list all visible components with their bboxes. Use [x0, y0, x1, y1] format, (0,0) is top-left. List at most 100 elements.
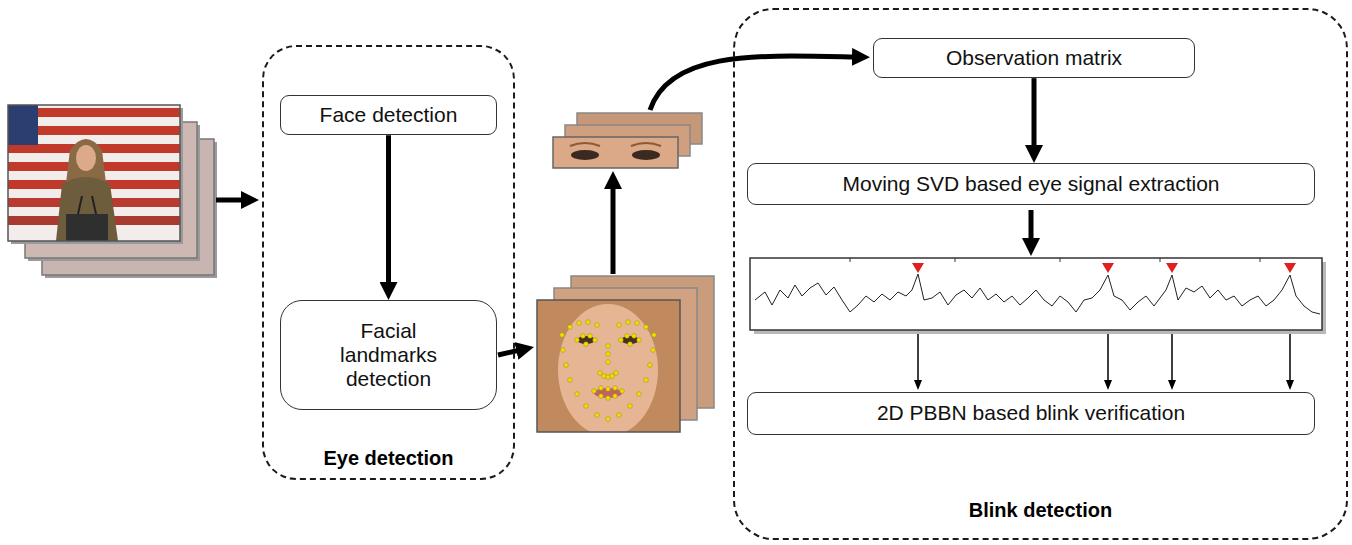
plot-tick [850, 258, 851, 262]
landmark-dot [606, 396, 611, 401]
landmark-dot [637, 338, 642, 343]
group-title: Blink detection [969, 498, 1112, 522]
peak-arrow [1289, 334, 1291, 382]
landmark-dot [614, 371, 619, 376]
peak-marker [1166, 263, 1178, 273]
peak-marker [1284, 263, 1296, 273]
landmark-dot [564, 363, 569, 368]
landmark-dot [588, 334, 593, 339]
landmark-dot [628, 404, 633, 409]
landmark-dot [568, 325, 573, 330]
box-label: Face detection [320, 103, 458, 127]
peak-arrow [917, 334, 919, 382]
eye-signal-plot [750, 258, 1326, 334]
landmark-dot [606, 417, 611, 422]
flow-arrow [650, 56, 856, 110]
eye [632, 150, 660, 160]
landmark-dot [610, 374, 615, 379]
landmark-dot [637, 392, 642, 397]
landmark-dot [644, 378, 649, 383]
landmark-dot [620, 389, 625, 394]
box-label: Moving SVD based eye signal extraction [842, 172, 1219, 196]
podium [66, 214, 108, 241]
landmark-dot [606, 352, 611, 357]
video-frame [8, 105, 180, 241]
speaker-picture [8, 105, 180, 241]
landmark-dot [635, 321, 640, 326]
eye-strip-stack [553, 113, 702, 168]
process-box: Observation matrix [873, 38, 1195, 78]
flag-canton [8, 105, 38, 145]
landmark-dot [575, 338, 580, 343]
flow-arrow [216, 198, 245, 203]
process-box: Moving SVD based eye signal extraction [747, 163, 1315, 205]
box-label: 2D PBBN based blink verification [877, 401, 1185, 425]
eye-frame [553, 137, 678, 168]
landmark-dot [592, 389, 597, 394]
process-box: Facial landmarks detection [280, 300, 497, 410]
landmark-dot [632, 334, 637, 339]
plot-tick [1160, 258, 1161, 262]
landmark-dot [648, 363, 653, 368]
landmark-dot [628, 342, 633, 347]
landmark-dot [619, 338, 624, 343]
dashed-group-region: Eye detectionFace detectionFacial landma… [262, 45, 515, 480]
flow-connector [386, 135, 391, 286]
picture-ground [8, 105, 180, 241]
flow-arrow [1029, 210, 1034, 242]
landmark-dot [586, 320, 591, 325]
landmark-dot [606, 360, 611, 365]
face [558, 304, 658, 432]
microphone [92, 196, 96, 214]
landmark-dot [599, 386, 604, 391]
landmark-dots [560, 320, 657, 422]
eyebrow [631, 143, 661, 146]
eyebrow [570, 143, 600, 146]
landmark-dot [595, 413, 600, 418]
landmark-dot [581, 334, 586, 339]
landmark-dot [584, 342, 589, 347]
landmark-dot [625, 334, 630, 339]
landmark-dot [617, 413, 622, 418]
landmark-dot [626, 320, 631, 325]
box-label: Observation matrix [946, 46, 1122, 70]
landmark-dot [613, 386, 618, 391]
microphone [78, 196, 82, 214]
process-box: Face detection [280, 95, 497, 135]
box-label: Facial landmarks detection [311, 319, 466, 391]
face-frame [537, 300, 680, 432]
landmark-dot [595, 323, 600, 328]
face-frame-stack [537, 276, 714, 436]
landmark-dot [584, 404, 589, 409]
landmark-dot [598, 371, 603, 376]
landmark-dot [644, 325, 649, 330]
landmark-dot [606, 344, 611, 349]
landmark-dot [617, 323, 622, 328]
plot-frame [750, 258, 1322, 330]
flow-connector [1032, 78, 1037, 149]
flow-arrow [498, 350, 520, 355]
landmark-dot [606, 387, 611, 392]
plot-tick [1260, 258, 1261, 262]
peak-arrow [1107, 334, 1109, 382]
peak-marker [1102, 263, 1114, 273]
landmark-dot [651, 348, 656, 353]
landmark-dot [560, 333, 565, 338]
plot-tick [955, 258, 956, 262]
plot-tick [1060, 258, 1061, 262]
landmark-dot [613, 394, 618, 399]
landmark-dot [561, 348, 566, 353]
landmark-dot [652, 333, 657, 338]
dashed-group-region: Blink detection Observation matrixMoving … [733, 8, 1348, 540]
process-box: 2D PBBN based blink verification [747, 392, 1315, 435]
landmark-dot [568, 378, 573, 383]
peak-arrow [1171, 334, 1173, 382]
landmark-dot [593, 338, 598, 343]
video-frame-stack [8, 105, 217, 278]
flow-arrow [611, 185, 616, 274]
face-picture [537, 300, 680, 432]
face [76, 145, 96, 171]
